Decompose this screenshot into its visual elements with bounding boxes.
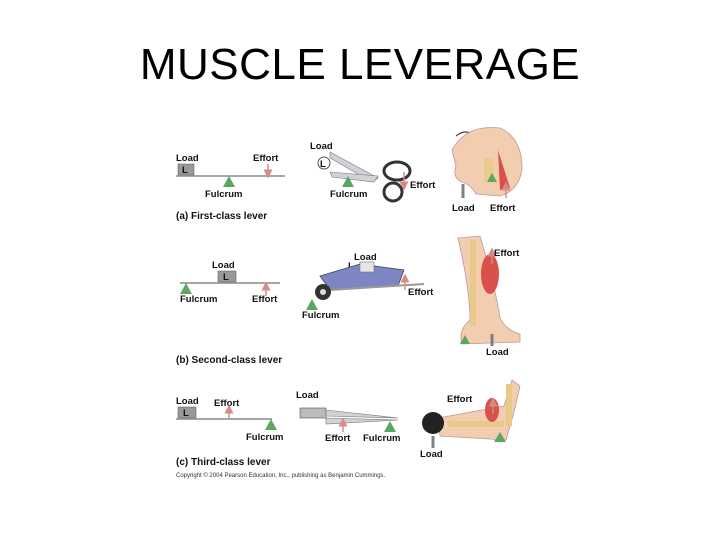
- neck-muscle: [498, 150, 510, 190]
- second-class-simple-lever: Load L Fulcrum Effort: [180, 260, 280, 305]
- effort-label: Effort: [214, 398, 240, 409]
- load-label: Load: [452, 203, 475, 214]
- upper-arm-bone: [506, 384, 512, 426]
- load-circle-letter: L: [320, 159, 326, 170]
- caption-first-class: (a) First-class lever: [176, 211, 267, 222]
- effort-label: Effort: [408, 287, 434, 298]
- fulcrum-triangle: [342, 176, 354, 187]
- fulcrum-triangle: [460, 335, 470, 344]
- load-block: [217, 270, 237, 283]
- lever-classes-diagram: Load L Fulcrum Effort Load L Fulcrum Eff…: [176, 127, 523, 479]
- fulcrum-label: Fulcrum: [205, 189, 242, 200]
- scissor-handle-upper: [382, 160, 412, 182]
- wheelbarrow-handle: [329, 283, 425, 291]
- fulcrum-triangle: [223, 176, 235, 187]
- tweezer-arm-lower: [325, 417, 399, 425]
- fulcrum-triangle: [306, 299, 318, 310]
- first-class-scissors: Load L Fulcrum Effort: [310, 141, 436, 203]
- second-class-calf: Effort Load: [457, 235, 521, 358]
- fulcrum-label: Fulcrum: [330, 189, 367, 200]
- load-block: [177, 406, 197, 419]
- second-class-wheelbarrow: Load L Fulcrum Effort: [302, 252, 434, 321]
- effort-label: Effort: [253, 153, 279, 164]
- effort-label: Effort: [447, 394, 473, 405]
- first-class-simple-lever: Load L Fulcrum Effort: [176, 153, 285, 200]
- load-label: Load: [486, 347, 509, 358]
- load-label: Load: [354, 252, 377, 263]
- fulcrum-triangle: [494, 432, 506, 442]
- third-class-simple-lever: Load L Effort Fulcrum: [176, 396, 283, 443]
- load-block-letter: L: [182, 165, 188, 176]
- fulcrum-label: Fulcrum: [246, 432, 283, 443]
- fulcrum-triangle: [180, 283, 192, 294]
- load-block-letter: L: [223, 272, 229, 283]
- ball-load: [422, 412, 444, 434]
- fulcrum-label: Fulcrum: [302, 310, 339, 321]
- load-label: Load: [212, 260, 235, 271]
- fulcrum-triangle: [384, 421, 396, 432]
- load-label: Load: [296, 390, 319, 401]
- slide-title: MUSCLE LEVERAGE: [139, 40, 581, 89]
- wheelbarrow-hub: [320, 289, 326, 295]
- load-block: [177, 163, 195, 176]
- load-label: Load: [420, 449, 443, 460]
- load-label: Load: [176, 396, 199, 407]
- effort-label: Effort: [410, 180, 436, 191]
- third-class-forearm: Effort Load: [420, 379, 521, 460]
- load-label: Load: [310, 141, 333, 152]
- calf-muscle: [481, 254, 499, 294]
- caption-third-class: (c) Third-class lever: [176, 457, 271, 468]
- load-circle: [317, 156, 331, 170]
- fulcrum-label: Fulcrum: [363, 433, 400, 444]
- biceps-muscle: [485, 398, 499, 422]
- first-class-head: Load Effort: [451, 127, 523, 214]
- forearm-bone: [448, 421, 504, 427]
- copyright-text: Copyright © 2004 Pearson Education, Inc.…: [176, 472, 386, 479]
- scissor-blade-lower: [329, 171, 379, 183]
- effort-label: Effort: [252, 294, 278, 305]
- fulcrum-label: Fulcrum: [180, 294, 217, 305]
- effort-label: Effort: [325, 433, 351, 444]
- load-block-letter: L: [183, 408, 189, 419]
- effort-label: Effort: [490, 203, 516, 214]
- fulcrum-triangle: [487, 173, 497, 182]
- fulcrum-triangle: [265, 419, 277, 430]
- caption-second-class: (b) Second-class lever: [176, 355, 282, 366]
- scissor-handle-lower: [382, 181, 404, 203]
- spine-bone: [484, 158, 494, 182]
- effort-label: Effort: [494, 248, 520, 259]
- load-coil: [299, 407, 327, 419]
- third-class-tweezers: Load Effort Fulcrum: [296, 390, 400, 444]
- load-label: Load: [176, 153, 199, 164]
- wheelbarrow-load: [359, 261, 375, 273]
- shin-bone: [470, 240, 476, 326]
- tweezer-arm-upper: [325, 409, 399, 419]
